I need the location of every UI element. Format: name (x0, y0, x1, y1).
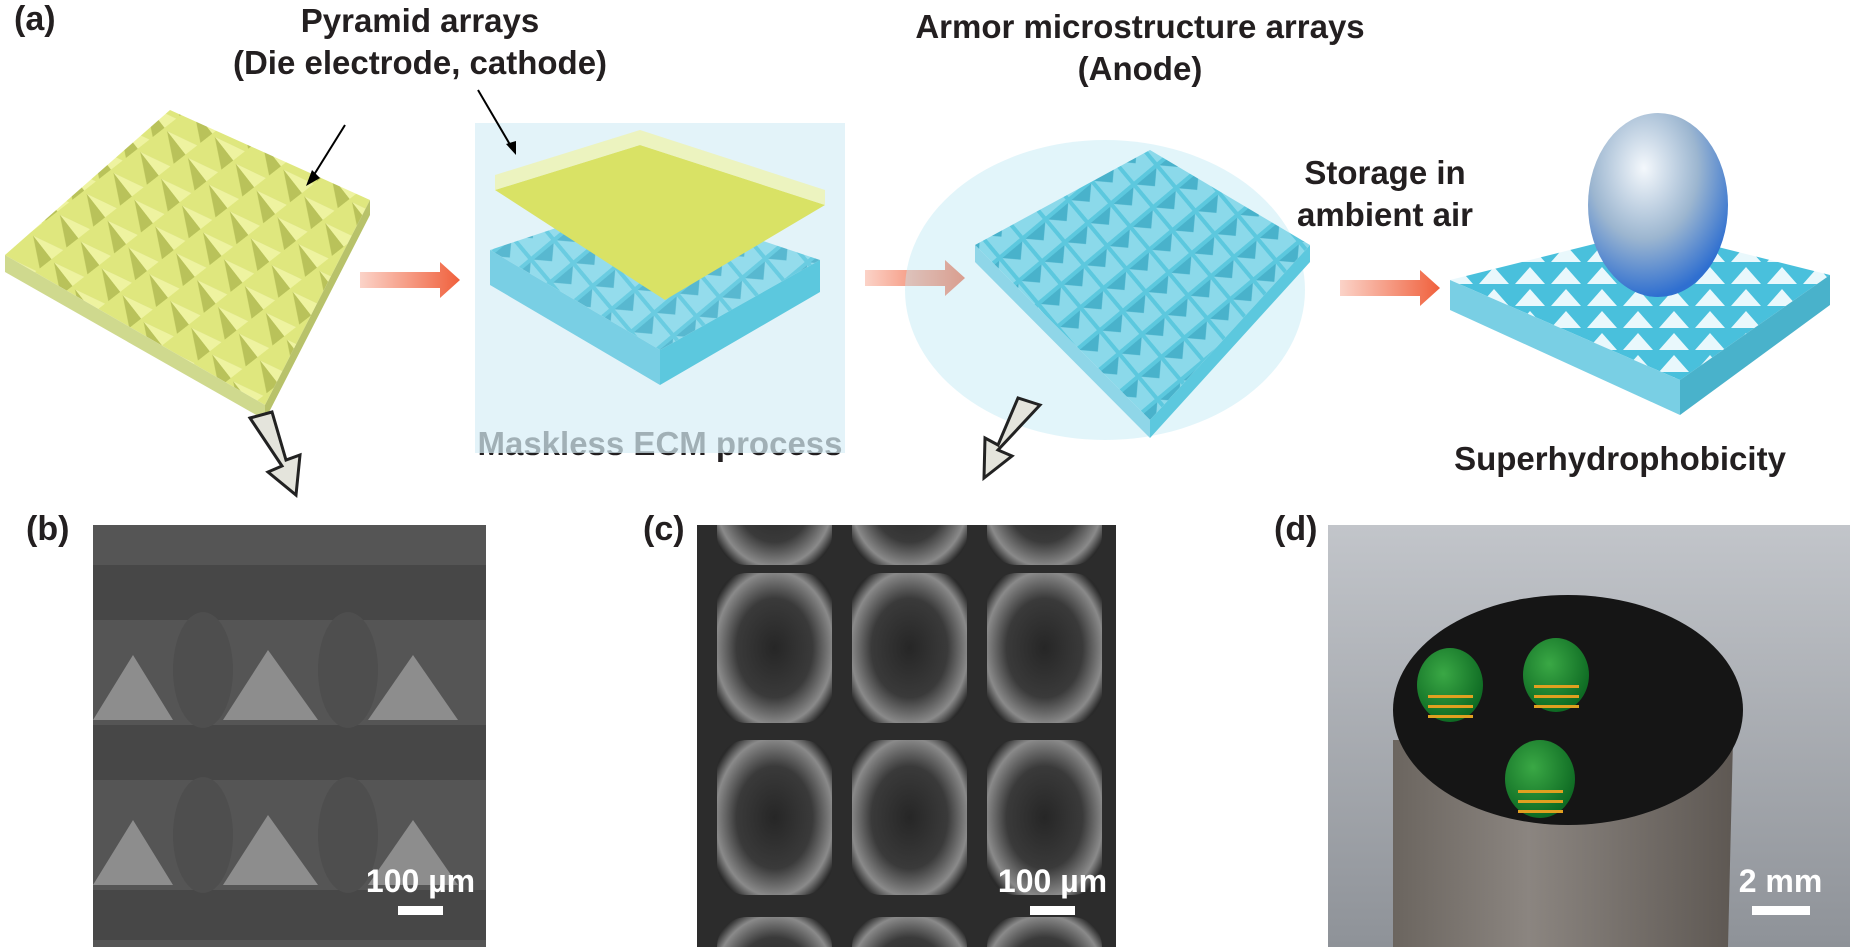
scale-bar-c: 100 µm (995, 863, 1110, 915)
pyramid-title-line1: Pyramid arrays (300, 2, 540, 39)
green-droplet-3 (1505, 740, 1575, 818)
process-schematic (5, 89, 1830, 498)
photo-droplets: 2 mm (1328, 525, 1850, 947)
armor-title-line1: Armor microstructure arrays (915, 8, 1365, 45)
sem-pyramid-texture (93, 525, 486, 947)
superhydrophobicity-label: Superhydrophobicity (1454, 440, 1786, 477)
pyramid-array-illustration (5, 110, 370, 420)
armor-title-line2: (Anode) (1077, 50, 1203, 87)
storage-line2: ambient air (1296, 196, 1474, 233)
scale-text-b: 100 µm (365, 863, 476, 899)
storage-line1: Storage in (1304, 154, 1466, 191)
pyramid-title-line2: (Die electrode, cathode) (232, 44, 608, 81)
panel-a-label: (a) (14, 0, 56, 38)
scale-bar-d: 2 mm (1723, 863, 1838, 915)
storage-label: Storage in ambient air (1255, 152, 1515, 236)
arrow-to-c (982, 396, 1043, 482)
process-arrow-1 (360, 262, 460, 298)
ecm-illustration (475, 89, 845, 453)
arrow-to-b (247, 410, 302, 498)
photo-droplets-render (1328, 525, 1850, 947)
process-arrow-3 (1340, 270, 1440, 306)
pyramid-arrays-title: Pyramid arrays (Die electrode, cathode) (180, 0, 660, 84)
panel-b-label: (b) (26, 510, 70, 548)
green-droplet-1 (1417, 648, 1483, 722)
sem-armor-texture (697, 525, 1116, 947)
armor-array-illustration (905, 140, 1310, 440)
sem-image-armor: 100 µm (697, 525, 1116, 947)
textured-top-surface (1393, 595, 1743, 825)
scale-text-d: 2 mm (1738, 863, 1823, 899)
panel-d-label: (d) (1274, 510, 1318, 548)
scale-text-c: 100 µm (997, 863, 1108, 899)
scale-bar-b: 100 µm (363, 863, 478, 915)
green-droplet-2 (1523, 638, 1589, 712)
panel-c-label: (c) (643, 510, 685, 548)
water-droplet (1588, 113, 1728, 297)
process-arrow-2 (865, 260, 965, 296)
sem-image-pyramids: 100 µm (93, 525, 486, 947)
superhydrophobic-illustration (1450, 113, 1830, 415)
armor-arrays-title: Armor microstructure arrays (Anode) (860, 6, 1420, 90)
